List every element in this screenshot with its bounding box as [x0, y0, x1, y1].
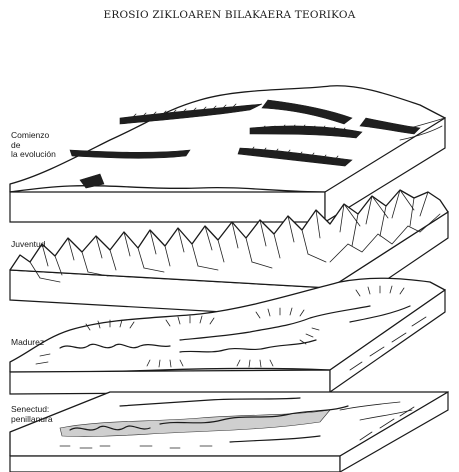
- stage-label-old-age: Senectud: penillanura: [11, 405, 53, 424]
- stage-label-maturity: Madurez: [11, 338, 44, 348]
- stage-label-youth: Juventud: [11, 240, 46, 250]
- block-old-age-stage: [10, 392, 448, 472]
- stage-label-initial: Comienzo de la evolución: [11, 131, 56, 160]
